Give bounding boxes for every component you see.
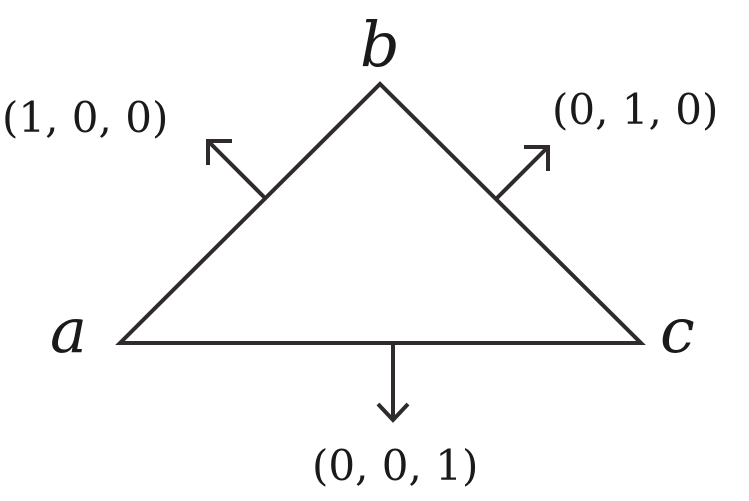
normal-arrow-right-head — [524, 145, 550, 171]
normal-label-bottom-edge: (0, 0, 1) — [312, 441, 478, 490]
triangle — [115, 81, 646, 345]
vertex-label-b: b — [360, 8, 400, 81]
normal-arrow-left-edge — [206, 139, 267, 200]
normal-arrow-bottom-head — [376, 402, 410, 423]
normal-label-right-edge: (0, 1, 0) — [552, 85, 718, 134]
vertex-label-a: a — [50, 294, 87, 367]
normal-arrow-left-head — [206, 139, 232, 165]
vertex-label-c: c — [660, 294, 695, 367]
normal-arrow-right-edge — [494, 145, 550, 201]
normal-arrow-left-shaft — [206, 139, 267, 200]
normal-label-left-edge: (1, 0, 0) — [2, 93, 168, 142]
normal-arrow-bottom-edge — [376, 345, 410, 423]
normal-arrow-right-shaft — [494, 145, 550, 201]
